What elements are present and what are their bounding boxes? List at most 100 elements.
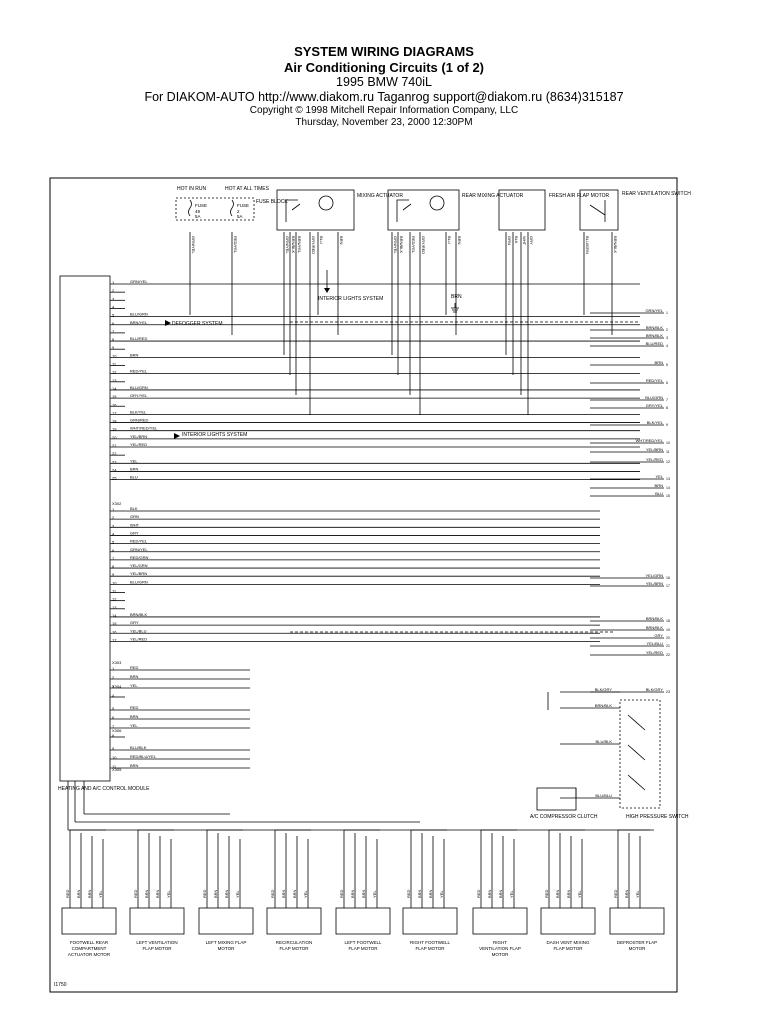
right-wire-label: BRN/BLK xyxy=(646,333,663,338)
module-pin-number: 19 xyxy=(112,427,117,432)
right-wire-label: GRY/YEL xyxy=(646,403,664,408)
right-wire-number: 1 xyxy=(666,311,668,315)
module-pin-wire-label: BRN/YEL xyxy=(130,320,148,325)
flap-motor-label: DASH VENT MIXING xyxy=(547,940,590,945)
top-wire-label: GRN xyxy=(507,236,512,245)
high-pressure-switch-label: HIGH PRESSURE SWITCH xyxy=(626,814,689,820)
right-wire-number: 23 xyxy=(666,690,670,694)
flap-motor-label: LEFT FOOTWELL xyxy=(345,940,382,945)
module-pin-number: 10 xyxy=(112,755,117,760)
module-pin-wire-label: RED xyxy=(130,665,139,670)
module-pin-number: 7 xyxy=(112,556,115,561)
flap-motor-box xyxy=(129,907,185,935)
right-wire-number: 17 xyxy=(666,584,670,588)
module-pin-number: 3 xyxy=(112,296,115,301)
module-pin-wire-label: GRN/YEL xyxy=(130,279,148,284)
top-wire-label: RED/YEL xyxy=(411,236,416,254)
right-wire-number: 7 xyxy=(666,398,668,402)
right-wire-label: BRN/BLK xyxy=(646,625,663,630)
module-pin-wire-label: YEL/BLU xyxy=(130,628,147,633)
mixing-actuator-pot xyxy=(285,199,301,222)
diagram-header: SYSTEM WIRING DIAGRAMS Air Conditioning … xyxy=(0,44,768,129)
module-pin-number: 13 xyxy=(112,605,117,610)
module-pin-wire-label: YEL/BRN xyxy=(130,571,147,576)
interior-lights-2-arrow-icon xyxy=(174,433,180,439)
top-wire-label: BRN/BLK xyxy=(291,236,296,253)
ground-wire-label: BRN xyxy=(451,294,462,300)
switch-wire-label: BLU/BLK xyxy=(596,739,613,744)
right-wire-label: YEL/BRN xyxy=(646,447,663,452)
module-pin-wire-label: WHT xyxy=(130,522,140,527)
flap-motor-wire-label: RED xyxy=(476,889,481,898)
rear-ventilation-switch-box xyxy=(579,189,619,231)
flap-motor-label: MOTOR xyxy=(218,946,235,951)
module-pin-number: 2 xyxy=(112,515,115,520)
switch-wire-label: BLK/GRY xyxy=(595,687,613,692)
module-pin-number: 14 xyxy=(112,386,117,391)
flap-motor-box xyxy=(61,907,117,935)
flap-motor-label: RIGHT xyxy=(493,940,507,945)
top-wire-label: BRN/YEL xyxy=(297,236,302,254)
module-pin-number: 18 xyxy=(112,419,117,424)
switch-wire-label: BRN/BLK xyxy=(595,703,612,708)
flap-motor-label: COMPARTMENT xyxy=(72,946,107,951)
fuse-a-number: 49 xyxy=(195,209,201,214)
right-wire-label: YEL/GRN xyxy=(645,573,663,578)
module-pin-number: 5 xyxy=(112,540,115,545)
module-pin-wire-label: BRN xyxy=(130,466,139,471)
flap-motor-wire-label: RED xyxy=(202,889,207,898)
flap-motor-label: MOTOR xyxy=(629,946,646,951)
module-pin-number: 23 xyxy=(112,459,117,464)
module-pin-wire-label: BLK/YEL xyxy=(130,409,147,414)
top-wire-label: BRN/BLK xyxy=(613,236,618,253)
module-pin-number: 25 xyxy=(112,476,117,481)
module-pin-wire-label: BRN/BLK xyxy=(130,612,147,617)
module-pin-number: 4 xyxy=(112,531,115,536)
module-pin-number: 11 xyxy=(112,764,117,769)
right-wire-label: BRN xyxy=(655,483,664,488)
source-line: For DIAKOM-AUTO http://www.diakom.ru Tag… xyxy=(144,90,624,105)
flap-motor-box xyxy=(198,907,254,935)
module-pin-number: 20 xyxy=(112,435,117,440)
right-wire-number: 5 xyxy=(666,363,668,367)
module-pin-number: 7 xyxy=(112,724,115,729)
flap-motor-label: RECIRCULATION xyxy=(276,940,312,945)
flap-motor-wire-label: YEL xyxy=(439,890,444,898)
module-pin-wire-label: GRY xyxy=(130,620,139,625)
top-wire-label: BLU xyxy=(447,236,452,244)
right-wire-number: 19 xyxy=(666,628,670,632)
flap-motor-wire-label: YEL xyxy=(509,890,514,898)
copyright-line: Copyright © 1998 Mitchell Repair Informa… xyxy=(249,105,519,117)
fuse-b-label: FUSE xyxy=(237,203,249,208)
right-wire-label: YEL/BLU xyxy=(647,641,664,646)
module-pin-wire-label: YEL/BRN xyxy=(130,434,147,439)
module-pin-number: 16 xyxy=(112,629,117,634)
top-wire-label: GRY/RED xyxy=(311,236,316,254)
right-wire-number: 3 xyxy=(666,336,668,340)
module-pin-wire-label: BRN xyxy=(130,674,139,679)
module-pin-number: 1 xyxy=(112,280,115,285)
right-wire-number: 10 xyxy=(666,441,670,445)
mixing-actuator-box xyxy=(276,189,355,231)
module-pin-number: 12 xyxy=(112,597,117,602)
module-pin-number: 5 xyxy=(112,313,115,318)
high-pressure-switch-symbol xyxy=(627,714,646,791)
module-pin-wire-label: WHT/RED/YEL xyxy=(130,426,158,431)
module-pin-number: 7 xyxy=(112,329,115,334)
flap-motor-wire-label: RED xyxy=(133,889,138,898)
flap-motor-box xyxy=(540,907,596,935)
module-pin-number: 9 xyxy=(112,345,115,350)
flap-motor-box xyxy=(335,907,391,935)
switch-wire-label: BLU/BLU xyxy=(595,793,612,798)
top-wire-label: GRY/RED xyxy=(421,236,426,254)
module-pin-number: 10 xyxy=(112,353,117,358)
module-pin-wire-label: YEL xyxy=(130,683,138,688)
module-pin-number: 21 xyxy=(112,443,117,448)
module-pin-number: 14 xyxy=(112,613,117,618)
right-wire-label: GRY xyxy=(654,633,663,638)
right-wire-label: BLU/RED xyxy=(646,341,663,346)
control-module-box xyxy=(59,275,111,782)
